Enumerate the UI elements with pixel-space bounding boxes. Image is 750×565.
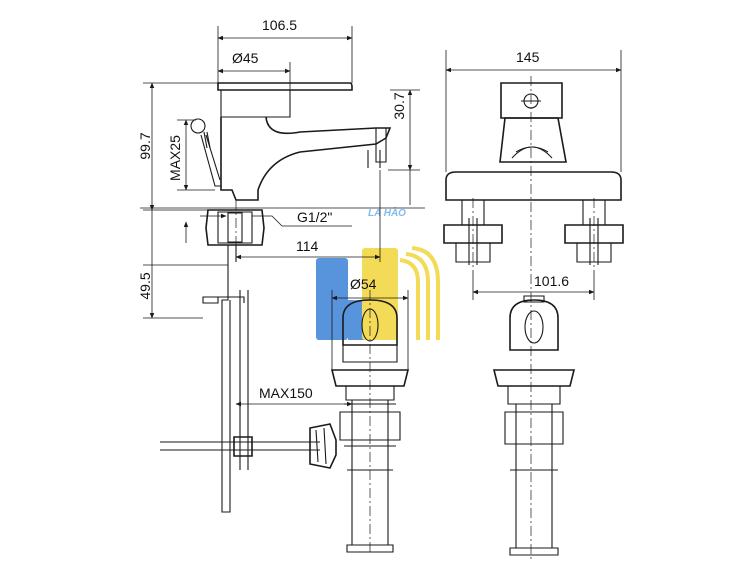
dim-width-145: 145	[516, 49, 540, 65]
dimension-labels: 106.5 Ø45 99.7 MAX25 30.7 G1/2" 114 49.5…	[137, 17, 569, 401]
dim-reach-114: 114	[296, 238, 319, 254]
dim-spout-30-7: 30.7	[391, 92, 407, 119]
watermark-logo: LA HÀO	[316, 206, 440, 340]
front-view	[443, 82, 624, 556]
dim-width-106-5: 106.5	[262, 17, 297, 33]
dim-height-99-7: 99.7	[137, 132, 153, 159]
dim-max150: MAX150	[259, 385, 313, 401]
dim-thread-g1-2: G1/2"	[297, 209, 332, 225]
dim-depth-49-5: 49.5	[137, 272, 153, 299]
center-lines	[235, 76, 595, 560]
dim-centers-101-6: 101.6	[534, 273, 569, 289]
dim-diameter-54: Ø54	[350, 276, 377, 292]
dim-diameter-45: Ø45	[232, 50, 259, 66]
side-view	[160, 82, 392, 513]
dim-max25: MAX25	[167, 135, 183, 181]
watermark-text: LA HÀO	[368, 206, 406, 219]
dimension-lines	[140, 26, 622, 407]
